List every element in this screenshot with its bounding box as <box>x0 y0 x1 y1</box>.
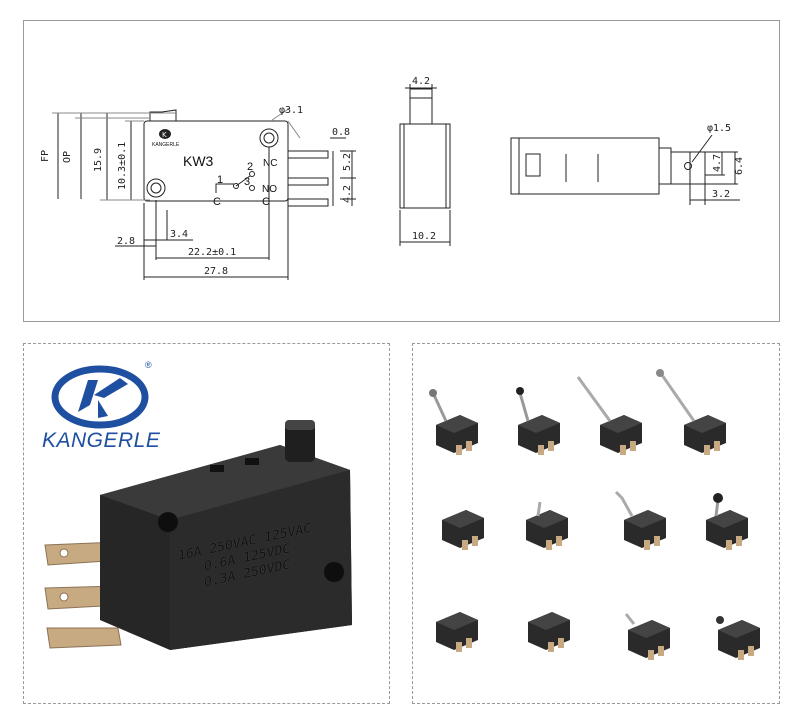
terminal-label-c-1: C <box>213 196 221 208</box>
dim-hole: φ3.1 <box>279 105 303 116</box>
dim-10-3: 10.3±0.1 <box>117 142 128 190</box>
brand-name: KANGERLE <box>42 429 161 452</box>
mount-hole-top <box>259 128 279 148</box>
dim-0-8: 0.8 <box>332 127 350 138</box>
dim-phi-1-5: φ1.5 <box>707 123 731 134</box>
dim-4-2-side: 4.2 <box>342 185 353 203</box>
lever-outline <box>149 109 177 121</box>
brand-product-panel <box>23 343 390 704</box>
svg-text:K: K <box>162 131 167 139</box>
dim-6-4: 6.4 <box>734 157 745 175</box>
dim-10-2: 10.2 <box>412 231 436 242</box>
terminal-label-no: NO <box>262 184 277 195</box>
switch-body-outline <box>143 120 289 202</box>
dim-3-2: 3.2 <box>712 189 730 200</box>
dim-22-2: 22.2±0.1 <box>188 247 236 258</box>
dim-2-8: 2.8 <box>117 236 135 247</box>
dim-fp: FP <box>40 150 51 162</box>
model-label: KW3 <box>183 153 214 169</box>
variants-panel <box>412 343 780 704</box>
dim-27-8: 27.8 <box>204 266 228 277</box>
dim-15-9: 15.9 <box>93 148 104 172</box>
terminal-nc <box>287 150 329 159</box>
terminal-c <box>287 198 329 207</box>
terminal-label-3: 3 <box>244 176 250 188</box>
top-view-body <box>510 137 660 195</box>
front-view-body <box>399 123 451 209</box>
dim-3-4: 3.4 <box>170 229 188 240</box>
terminal-label-nc: NC <box>263 158 277 169</box>
dim-4-2-top: 4.2 <box>412 76 430 87</box>
terminal-label-2: 2 <box>247 161 253 173</box>
dim-5-2: 5.2 <box>342 153 353 171</box>
terminal-label-1: 1 <box>217 174 223 186</box>
terminal-label-c-2: C <box>262 196 270 208</box>
small-brand-text: KANGERLE <box>152 142 180 148</box>
technical-drawing: K KANGERLE KW3 2 NC 1 3 NO C C FP OP 15.… <box>40 76 745 280</box>
technical-drawing-panel <box>23 20 780 322</box>
terminal-no <box>287 177 329 186</box>
registered-mark: ® <box>145 360 152 370</box>
small-brand-logo-icon: K <box>159 129 171 139</box>
mount-hole-bottom <box>146 178 166 198</box>
dim-4-7: 4.7 <box>712 154 723 172</box>
front-view-plunger <box>409 88 433 125</box>
dim-op: OP <box>62 151 73 163</box>
